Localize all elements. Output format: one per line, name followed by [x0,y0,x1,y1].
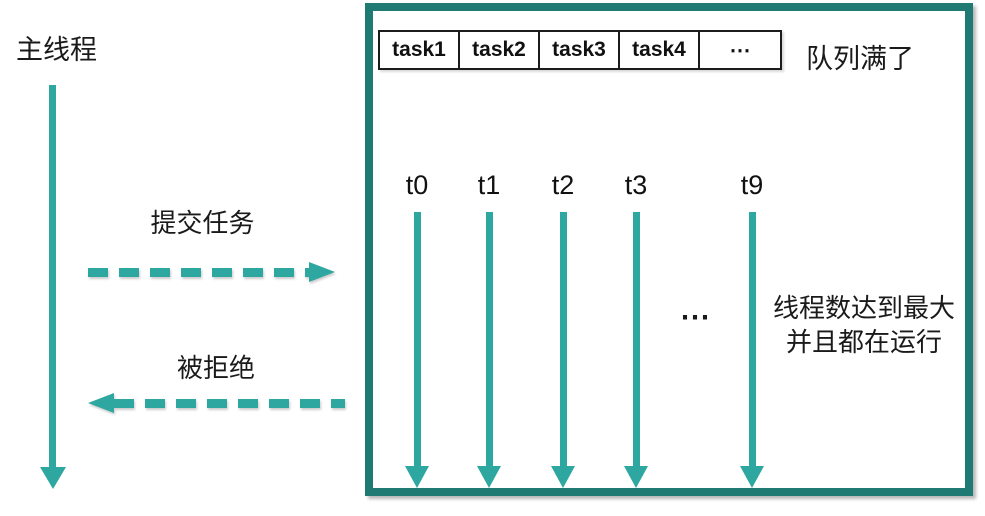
thread-column-t0: t0 [395,168,439,488]
task-queue: task1 task2 task3 task4 ⋯ [378,30,782,70]
arrow-dashes [114,398,345,408]
arrow-line [49,85,56,467]
submit-task-arrow [88,262,335,282]
max-threads-note-line2: 并且都在运行 [785,327,942,357]
rejected-label: 被拒绝 [176,353,255,383]
arrow-line [413,212,421,466]
submit-task-label: 提交任务 [150,208,255,238]
queue-cell: task4 [620,32,700,68]
thread-column-t1: t1 [467,168,511,488]
thread-label: t9 [740,170,764,200]
thread-label: t1 [477,170,501,200]
arrow-head [551,466,575,488]
rejected-arrow [88,393,345,413]
thread-arrow [477,212,501,488]
queue-cell: task2 [460,32,540,68]
thread-label: t2 [551,170,575,200]
arrow-line [559,212,567,466]
queue-cell: task3 [540,32,620,68]
threads-ellipsis: ⋯ [680,301,710,334]
thread-arrow [624,212,648,488]
arrow-dashes [88,267,309,277]
main-thread-arrow [39,85,66,489]
thread-column-t9: t9 [730,168,774,488]
arrow-head [88,393,114,413]
arrow-line [485,212,493,466]
thread-label: t3 [624,170,648,200]
thread-pool-box [365,3,973,496]
thread-column-t3: t3 [614,168,658,488]
arrow-head [39,467,66,489]
queue-cell-ellipsis: ⋯ [729,38,751,62]
thread-arrow [740,212,764,488]
queue-cell: task1 [380,32,460,68]
thread-column-t2: t2 [541,168,585,488]
arrow-head [740,466,764,488]
arrow-line [632,212,640,466]
thread-arrow [551,212,575,488]
arrow-head [405,466,429,488]
arrow-head [477,466,501,488]
arrow-head [624,466,648,488]
arrow-head [309,262,335,282]
main-thread-label: 主线程 [16,35,97,65]
max-threads-note-line1: 线程数达到最大 [772,293,955,323]
thread-label: t0 [405,170,429,200]
max-threads-note: 线程数达到最大 并且都在运行 [756,291,972,359]
arrow-line [748,212,756,466]
thread-arrow [405,212,429,488]
queue-full-label: 队列满了 [806,44,914,74]
